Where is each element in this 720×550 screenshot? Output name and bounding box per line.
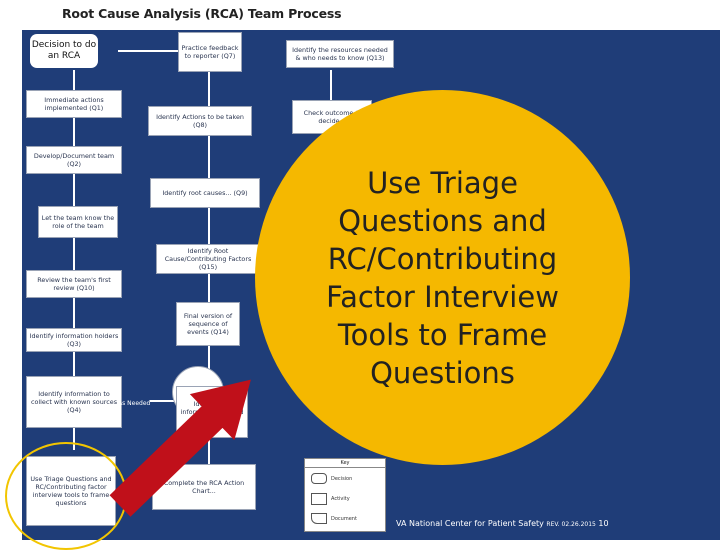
flow-box-left-1: Immediate actions implemented (Q1) [26, 90, 122, 118]
flow-box-left-3: Let the team know the role of the team [38, 206, 118, 238]
flow-box-left-5: Identify information holders (Q3) [26, 328, 122, 352]
highlight-ring [5, 442, 127, 550]
footer: VA National Center for Patient Safety RE… [396, 519, 609, 528]
key-row-decision: Decision [311, 473, 352, 484]
document-shape-icon [311, 513, 327, 524]
flow-box-left-4: Review the team's first review (Q10) [26, 270, 122, 298]
key-label-document: Document [331, 515, 357, 522]
flow-box-mid-4: Identify Root Cause/Contributing Factors… [156, 244, 260, 274]
flow-box-mid-2: Identify Actions to be taken (Q8) [148, 106, 252, 136]
decision-box: Decision to do an RCA [30, 34, 98, 68]
as-needed-label: As Needed [118, 400, 151, 407]
key-label-activity: Activity [331, 496, 350, 502]
flow-box-mid-7: Complete the RCA Action Chart... [152, 464, 256, 510]
flow-box-right-1: Identify the resources needed & who need… [286, 40, 394, 68]
key-title: Key [305, 459, 385, 468]
right-connector [330, 70, 332, 120]
flow-box-mid-3: Identify root causes... (Q9) [150, 178, 260, 208]
flow-box-mid-5: Final version of sequence of events (Q14… [176, 302, 240, 346]
callout-text: Use Triage Questions and RC/Contributing… [326, 165, 559, 390]
footer-org: VA National Center for Patient Safety [396, 519, 544, 528]
top-connector [118, 50, 178, 52]
callout-circle: Use Triage Questions and RC/Contributing… [255, 90, 630, 465]
footer-page: 10 [598, 519, 609, 528]
legend-key: Key Decision Activity Document [304, 458, 386, 532]
activity-shape-icon [311, 493, 327, 505]
key-row-activity: Activity [311, 493, 350, 505]
footer-rev: REV. 02.26.2015 [546, 521, 596, 528]
key-row-document: Document [311, 513, 357, 524]
decision-shape-icon [311, 473, 327, 484]
flow-box-left-2: Develop/Document team (Q2) [26, 146, 122, 174]
flow-box-mid-1: Practice feedback to reporter (Q7) [178, 32, 242, 72]
page-title: Root Cause Analysis (RCA) Team Process [62, 6, 342, 21]
left-connector [73, 70, 75, 450]
flow-box-mid-6: Identify the information needed (Q11) [176, 386, 248, 438]
flow-box-left-6: Identify information to collect with kno… [26, 376, 122, 428]
key-label-decision: Decision [331, 475, 353, 482]
